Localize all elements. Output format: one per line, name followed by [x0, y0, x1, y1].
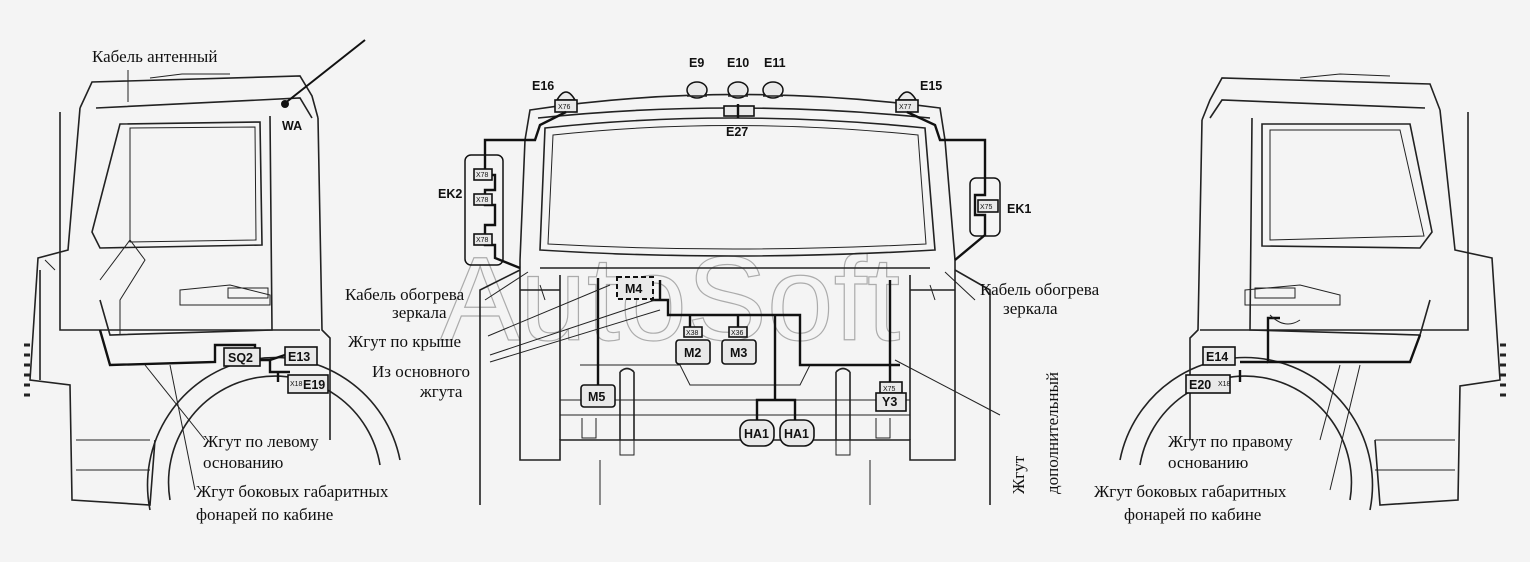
m2-label: M2 — [684, 346, 701, 360]
left-side-lights-label-2: фонарей по кабине — [196, 505, 333, 524]
x75-ek1-label: X75 — [980, 204, 993, 211]
m5-label: M5 — [588, 390, 605, 404]
e13-label: E13 — [288, 350, 310, 364]
x18-right-label: X18 — [1218, 381, 1231, 388]
extra-harness-label-2: дополнительный — [1043, 372, 1062, 494]
wa-label: WA — [282, 119, 302, 133]
mirror-heat-right-label-1: Кабель обогрева — [980, 280, 1100, 299]
m3-label: M3 — [730, 346, 747, 360]
e20-label: E20 — [1189, 378, 1211, 392]
antenna-cable-label: Кабель антенный — [92, 47, 217, 66]
extra-harness-label-1: Жгут — [1009, 455, 1028, 494]
e9-label: E9 — [689, 56, 704, 70]
main-harness-label-1: Из основного — [372, 362, 470, 381]
left-base-harness-label-2: основанию — [203, 453, 284, 472]
x78-a-label: X78 — [476, 172, 489, 179]
x38-label: X38 — [686, 330, 699, 337]
x77-label: X77 — [899, 104, 912, 111]
ek2-label: EK2 — [438, 187, 462, 201]
center-cab-view: X76 X77 X78 X78 X78 X75 M4 X38 — [345, 56, 1100, 505]
e13-box — [284, 346, 318, 366]
ha1-left-label: HA1 — [744, 427, 769, 441]
ek1-label: EK1 — [1007, 202, 1031, 216]
left-side-lights-label-1: Жгут боковых габаритных — [196, 482, 389, 501]
ha1-right-label: HA1 — [784, 427, 809, 441]
left-cab-view: SQ2 E13 X18 E19 Кабель антенный WA Жгут … — [24, 39, 401, 524]
e14-box — [1202, 346, 1236, 366]
x18-left-label: X18 — [290, 381, 303, 388]
x78-b-label: X78 — [476, 197, 489, 204]
mirror-heat-left-label-2: зеркала — [392, 303, 447, 322]
m4-label: M4 — [625, 282, 642, 296]
e11-label: E11 — [764, 56, 786, 70]
e14-label: E14 — [1206, 350, 1228, 364]
sq2-label: SQ2 — [228, 351, 253, 365]
sq2-box — [223, 347, 261, 367]
m5-box — [580, 384, 616, 408]
right-side-lights-label-1: Жгут боковых габаритных — [1094, 482, 1287, 501]
mirror-heat-left-label-1: Кабель обогрева — [345, 285, 465, 304]
right-side-lights-label-2: фонарей по кабине — [1124, 505, 1261, 524]
ha1-box-right — [779, 419, 815, 447]
y3-label: Y3 — [882, 395, 897, 409]
e10-label: E10 — [727, 56, 749, 70]
right-cab-view: E14 E20 X18 Жгут по правому основанию Жг… — [1094, 73, 1506, 524]
roof-harness-label: Жгут по крыше — [348, 332, 461, 351]
e16-label: E16 — [532, 79, 554, 93]
e19-box — [287, 374, 329, 394]
right-base-harness-label-2: основанию — [1168, 453, 1249, 472]
e19-label: E19 — [303, 378, 325, 392]
x78-c-label: X78 — [476, 237, 489, 244]
m3-box — [721, 339, 757, 365]
right-base-harness-label-1: Жгут по правому — [1168, 432, 1293, 451]
e20-box — [1185, 374, 1231, 394]
ha1-box-left — [739, 419, 775, 447]
m2-box — [675, 339, 711, 365]
x36-label: X36 — [731, 330, 744, 337]
watermark: AutoSoft — [440, 232, 900, 366]
m4-box — [616, 276, 654, 300]
ek2-mirror — [464, 154, 504, 266]
left-base-harness-label-1: Жгут по левому — [203, 432, 319, 451]
main-harness-label-2: жгута — [419, 382, 463, 401]
mirror-heat-right-label-2: зеркала — [1003, 299, 1058, 318]
y3-box — [875, 392, 907, 412]
x75-y3-label: X75 — [883, 386, 896, 393]
x76-label: X76 — [558, 104, 571, 111]
e15-label: E15 — [920, 79, 942, 93]
e27-label: E27 — [726, 125, 748, 139]
